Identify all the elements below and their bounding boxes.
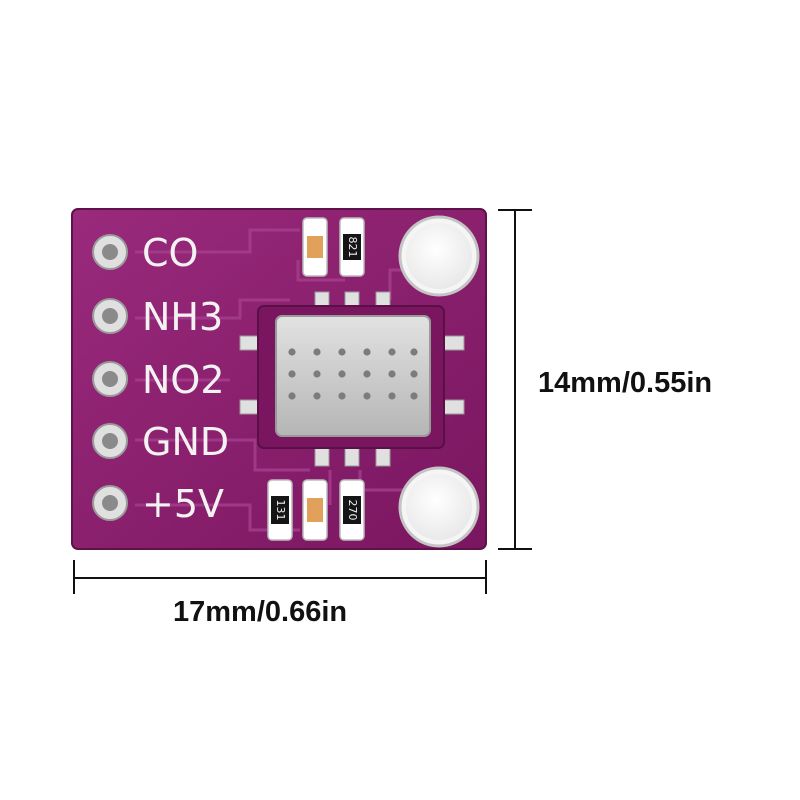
height-dimension-line <box>498 209 532 550</box>
height-dimension-label: 14mm/0.55in <box>538 367 713 399</box>
width-dimension-line <box>73 560 487 594</box>
pin-pad <box>92 298 128 334</box>
resistor-821: 821 <box>339 217 365 277</box>
pin-label-nh3: NH3 <box>142 295 223 339</box>
pin-label-no2: NO2 <box>142 358 225 402</box>
pin-header <box>92 234 128 521</box>
pin-pad <box>92 234 128 270</box>
pin-label-5v: +5V <box>142 482 224 526</box>
pin-pad <box>92 423 128 459</box>
pin-label-gnd: GND <box>142 420 229 464</box>
resistor-131-code: 131 <box>274 500 287 521</box>
mounting-hole-top <box>398 215 480 297</box>
width-dimension-label: 17mm/0.66in <box>173 596 348 628</box>
pin-label-co: CO <box>142 231 198 275</box>
capacitor-bottom <box>302 479 328 541</box>
resistor-821-code: 821 <box>346 237 359 258</box>
pin-pad <box>92 485 128 521</box>
gas-sensor-chip <box>239 291 465 467</box>
pin-pad <box>92 361 128 397</box>
capacitor-top <box>302 217 328 277</box>
resistor-270-code: 270 <box>346 500 359 521</box>
resistor-131: 131 <box>267 479 293 541</box>
resistor-270: 270 <box>339 479 365 541</box>
mounting-hole-bottom <box>398 466 480 548</box>
